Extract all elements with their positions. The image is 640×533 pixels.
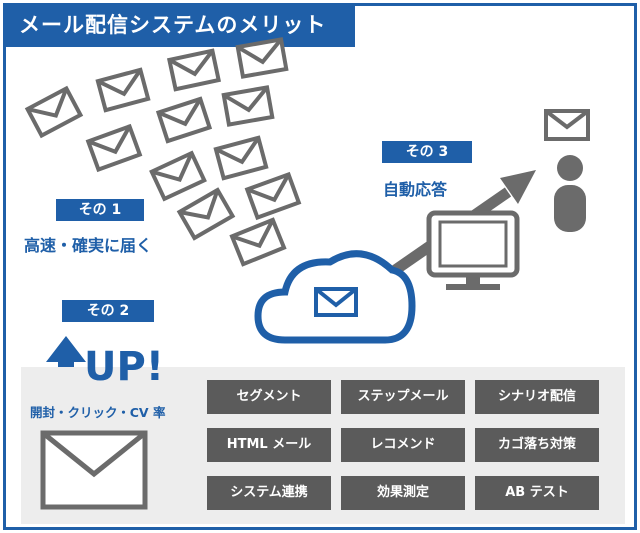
up-headline: UP! xyxy=(84,344,165,390)
feature-step-mail[interactable]: ステップメール xyxy=(341,380,465,414)
feature-measurement[interactable]: 効果測定 xyxy=(341,476,465,510)
cloud-icon xyxy=(254,250,416,344)
page-title: メール配信システムのメリット xyxy=(3,3,355,47)
large-envelope-icon xyxy=(40,430,148,510)
feature-system-integration[interactable]: システム連携 xyxy=(207,476,331,510)
point-2-caption: 開封・クリック・CV 率 xyxy=(30,405,166,420)
feature-scenario[interactable]: シナリオ配信 xyxy=(475,380,599,414)
feature-grid: セグメント ステップメール シナリオ配信 HTML メール レコメンド カゴ落ち… xyxy=(207,380,599,510)
feature-html-mail[interactable]: HTML メール xyxy=(207,428,331,462)
point-3-caption: 自動応答 xyxy=(383,180,448,199)
feature-cart-abandon[interactable]: カゴ落ち対策 xyxy=(475,428,599,462)
feature-recommend[interactable]: レコメンド xyxy=(341,428,465,462)
feature-ab-test[interactable]: AB テスト xyxy=(475,476,599,510)
point-2-tag: その 2 xyxy=(62,300,154,322)
monitor-icon xyxy=(426,210,520,290)
up-arrow-icon xyxy=(46,336,86,392)
point-1-caption: 高速・確実に届く xyxy=(24,236,153,255)
point-3-tag: その 3 xyxy=(382,141,472,163)
envelope-icon-group xyxy=(28,37,301,267)
point-1-tag: その 1 xyxy=(56,199,144,221)
feature-segment[interactable]: セグメント xyxy=(207,380,331,414)
person-icon xyxy=(544,109,590,232)
